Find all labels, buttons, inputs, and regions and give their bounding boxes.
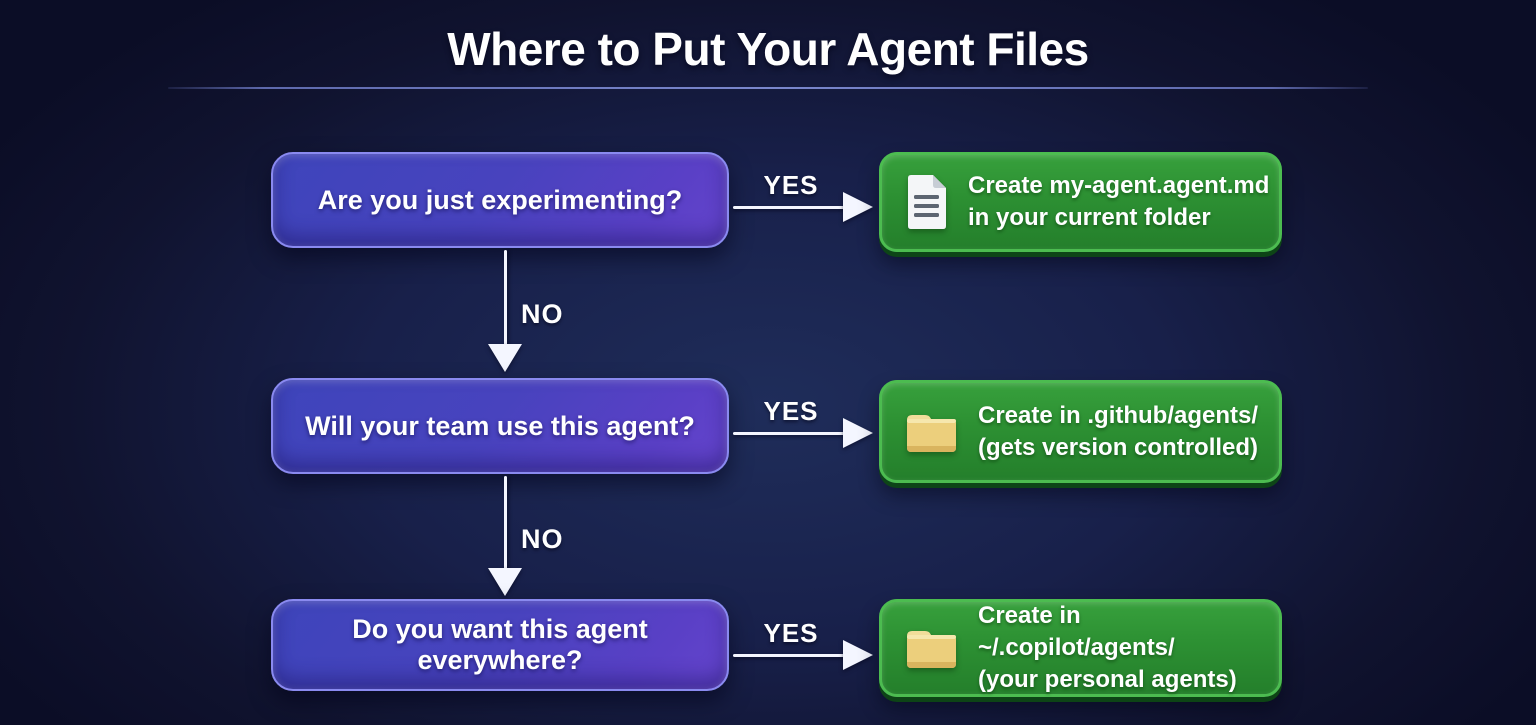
document-icon <box>902 173 950 231</box>
answer-line-1: Create in ~/.copilot/agents/ <box>978 602 1175 661</box>
folder-icon <box>902 408 960 456</box>
yes-arrow-3: YES <box>733 618 875 678</box>
yes-label: YES <box>763 618 819 648</box>
answer-line-1: Create my-agent.agent.md <box>968 172 1270 199</box>
no-label: NO <box>521 298 564 329</box>
answer-line-1: Create in .github/agents/ <box>978 401 1259 429</box>
arrow-shaft <box>733 206 849 209</box>
answer-line-2: (gets version controlled) <box>978 433 1259 461</box>
answer-line-2: in your current folder <box>968 204 1211 231</box>
page-title: Where to Put Your Agent Files <box>447 23 1089 75</box>
no-arrow-1: NO <box>488 250 598 372</box>
arrow-shaft <box>733 654 849 657</box>
question-box-agent-everywhere: Do you want this agent everywhere? <box>271 599 729 691</box>
question-box-team-use: Will your team use this agent? <box>271 378 729 474</box>
title-divider <box>168 87 1368 89</box>
arrow-down-icon <box>488 344 522 372</box>
folder-icon <box>902 624 960 672</box>
arrow-shaft <box>504 476 507 570</box>
yes-label: YES <box>763 170 819 200</box>
question-text: Do you want this agent everywhere? <box>352 614 648 675</box>
answer-box-copilot-agents: Create in ~/.copilot/agents/ (your perso… <box>879 599 1282 697</box>
arrow-shaft <box>733 432 849 435</box>
question-text: Are you just experimenting? <box>317 184 683 215</box>
question-text: Will your team use this agent? <box>305 410 695 441</box>
question-box-experimenting: Are you just experimenting? <box>271 152 729 248</box>
no-label: NO <box>521 524 564 554</box>
yes-arrow-2: YES <box>733 396 875 456</box>
answer-line-2: (your personal agents) <box>978 666 1237 693</box>
arrow-down-icon <box>488 568 522 596</box>
arrow-right-icon <box>843 192 873 222</box>
yes-arrow-1: YES <box>733 170 875 230</box>
yes-label: YES <box>763 396 819 426</box>
answer-box-github-agents: Create in .github/agents/ (gets version … <box>879 380 1282 483</box>
answer-text: Create my-agent.agent.md in your current… <box>968 170 1269 234</box>
arrow-right-icon <box>843 418 873 448</box>
answer-box-current-folder: Create my-agent.agent.md in your current… <box>879 152 1282 252</box>
answer-text: Create in ~/.copilot/agents/ (your perso… <box>978 600 1279 696</box>
answer-text: Create in .github/agents/ (gets version … <box>978 400 1258 464</box>
arrow-right-icon <box>843 640 873 670</box>
arrow-shaft <box>504 250 507 346</box>
no-arrow-2: NO <box>488 476 598 596</box>
